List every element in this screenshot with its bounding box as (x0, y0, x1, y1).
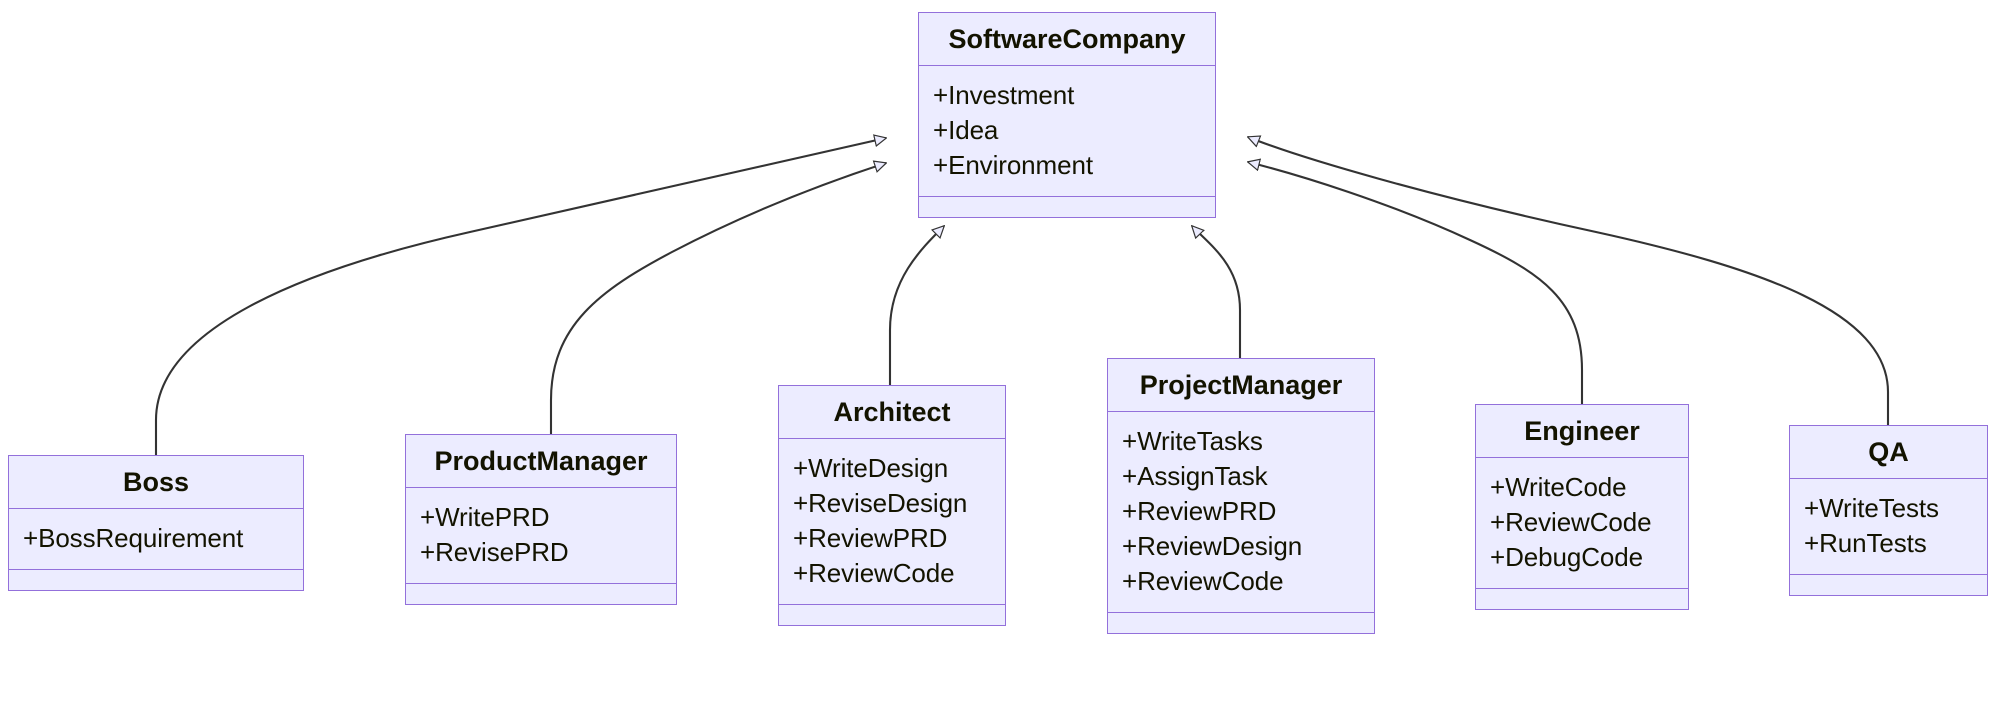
class-title: Boss (122, 467, 190, 497)
class-member: +WriteDesign (793, 453, 949, 483)
divider (406, 583, 676, 584)
class-member: +WriteTasks (1122, 426, 1263, 456)
class-title: SoftwareCompany (948, 24, 1186, 54)
edge-boss-to-softwarecompany (154, 138, 886, 455)
class-member: +AssignTask (1122, 461, 1268, 491)
class-title: QA (1868, 437, 1909, 467)
class-box-engineer[interactable]: Engineer +WriteCode +ReviewCode +DebugCo… (1475, 404, 1689, 610)
method-compartment (779, 605, 1005, 625)
divider (779, 438, 1005, 439)
divider (9, 508, 303, 509)
class-box-projectmanager[interactable]: ProjectManager +WriteTasks +AssignTask +… (1107, 358, 1375, 634)
divider (919, 65, 1215, 66)
divider (919, 196, 1215, 197)
class-member: +BossRequirement (23, 523, 244, 553)
class-member: +ReviewDesign (1122, 531, 1303, 561)
edge-projectmanager-to-softwarecompany (1192, 226, 1242, 358)
class-member: +Investment (933, 80, 1075, 110)
divider (1476, 457, 1688, 458)
class-box-architect[interactable]: Architect +WriteDesign +ReviseDesign +Re… (778, 385, 1006, 626)
divider (779, 604, 1005, 605)
class-member: +WriteCode (1490, 472, 1627, 502)
class-member: +ReviewCode (793, 558, 955, 588)
divider (1790, 478, 1987, 479)
class-title: ProductManager (434, 446, 648, 476)
class-box-productmanager[interactable]: ProductManager +WritePRD +RevisePRD (405, 434, 677, 605)
class-member: +Idea (933, 115, 999, 145)
attribute-compartment: +WritePRD +RevisePRD (406, 488, 676, 583)
class-member: +Environment (933, 150, 1093, 180)
class-box-softwarecompany[interactable]: SoftwareCompany +Investment +Idea +Envir… (918, 12, 1216, 218)
class-title: ProjectManager (1139, 370, 1343, 400)
divider (9, 569, 303, 570)
attribute-compartment: +WriteCode +ReviewCode +DebugCode (1476, 458, 1688, 588)
class-member: +ReviewPRD (793, 523, 948, 553)
attribute-compartment: +Investment +Idea +Environment (919, 66, 1215, 196)
attribute-compartment: +WriteDesign +ReviseDesign +ReviewPRD +R… (779, 439, 1005, 604)
method-compartment (406, 584, 676, 604)
class-box-boss[interactable]: Boss +BossRequirement (8, 455, 304, 591)
divider (1790, 574, 1987, 575)
method-compartment (1108, 613, 1374, 633)
class-member: +WriteTests (1804, 493, 1939, 523)
method-compartment (1790, 575, 1987, 595)
divider (1476, 588, 1688, 589)
divider (406, 487, 676, 488)
attribute-compartment: +BossRequirement (9, 509, 303, 569)
class-member: +ReviseDesign (793, 488, 968, 518)
class-box-qa[interactable]: QA +WriteTests +RunTests (1789, 425, 1988, 596)
method-compartment (9, 570, 303, 590)
class-member: +WritePRD (420, 502, 550, 532)
class-member: +ReviewCode (1490, 507, 1652, 537)
divider (1108, 411, 1374, 412)
class-title: Engineer (1524, 416, 1640, 446)
class-member: +DebugCode (1490, 542, 1643, 572)
attribute-compartment: +WriteTests +RunTests (1790, 479, 1987, 574)
divider (1108, 612, 1374, 613)
class-member: +RevisePRD (420, 537, 569, 567)
attribute-compartment: +WriteTasks +AssignTask +ReviewPRD +Revi… (1108, 412, 1374, 612)
class-title: Architect (833, 397, 951, 427)
method-compartment (919, 197, 1215, 217)
class-member: +ReviewPRD (1122, 496, 1277, 526)
edge-architect-to-softwarecompany (888, 226, 944, 385)
class-member: +ReviewCode (1122, 566, 1284, 596)
method-compartment (1476, 589, 1688, 609)
class-member: +RunTests (1804, 528, 1927, 558)
